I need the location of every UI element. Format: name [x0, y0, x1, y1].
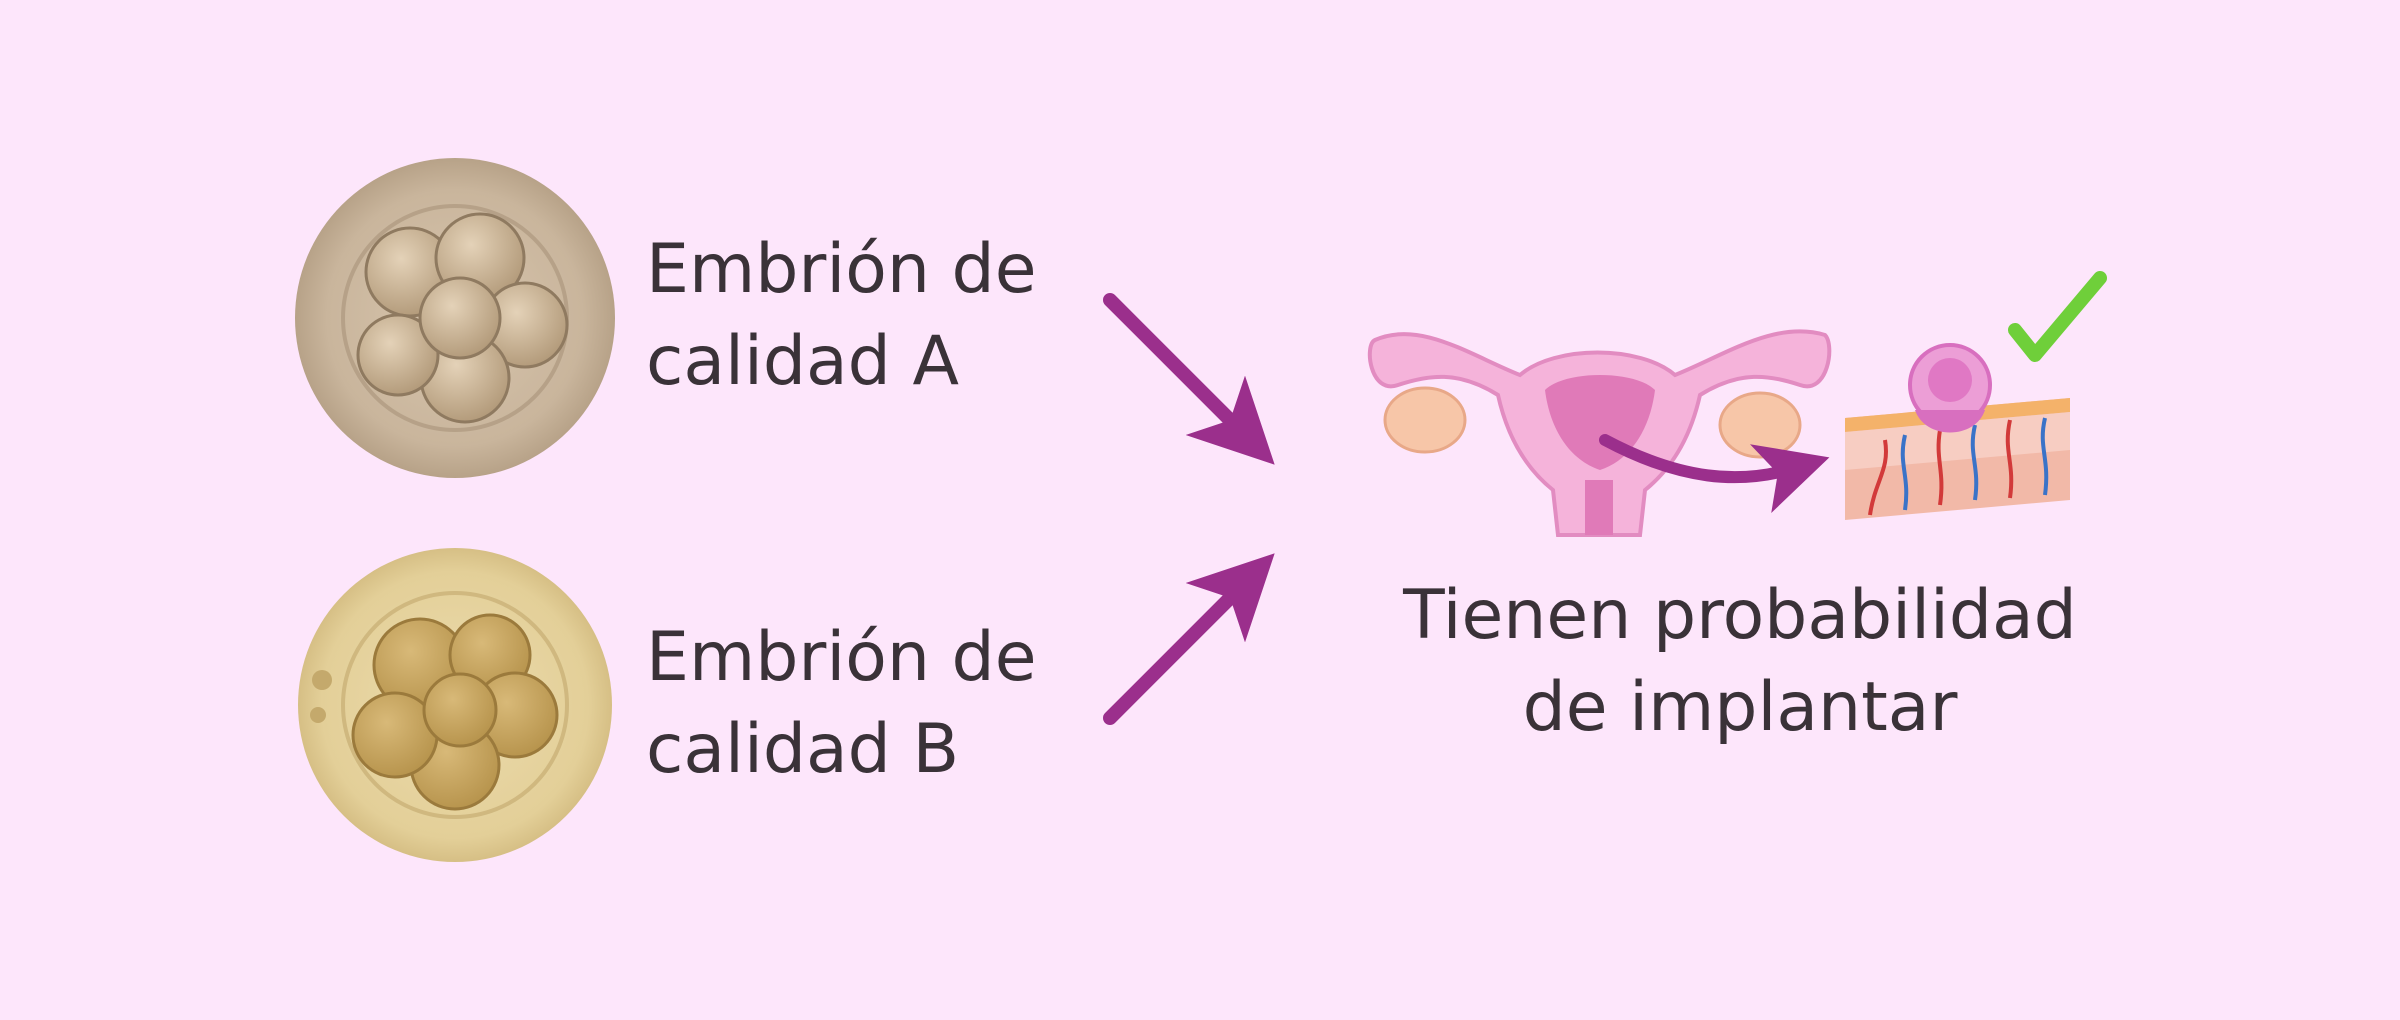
- embryo-a-label-line2: calidad A: [646, 322, 959, 401]
- arrow-a-to-result: [1103, 293, 1275, 465]
- arrow-b-to-result: [1103, 553, 1275, 725]
- result-label-line2: de implantar: [1522, 668, 1958, 747]
- embryo-b-image: [298, 548, 612, 862]
- embryo-b-label: Embrión de calidad B: [646, 612, 1037, 796]
- result-label-line1: Tienen probabilidad: [1403, 576, 2077, 655]
- embryo-b-label-line2: calidad B: [646, 710, 960, 789]
- embryo-a-label: Embrión de calidad A: [646, 224, 1037, 408]
- embryo-b-label-line1: Embrión de: [646, 618, 1037, 697]
- check-icon: [2008, 271, 2107, 362]
- uterus-icon: [1367, 329, 1832, 537]
- result-label: Tienen probabilidad de implantar: [1340, 570, 2140, 754]
- embryo-a-label-line1: Embrión de: [646, 230, 1037, 309]
- implantation-arrow: [1599, 434, 1830, 514]
- endometrium-implantation-icon: [1845, 343, 2070, 520]
- embryo-a-image: [295, 158, 615, 478]
